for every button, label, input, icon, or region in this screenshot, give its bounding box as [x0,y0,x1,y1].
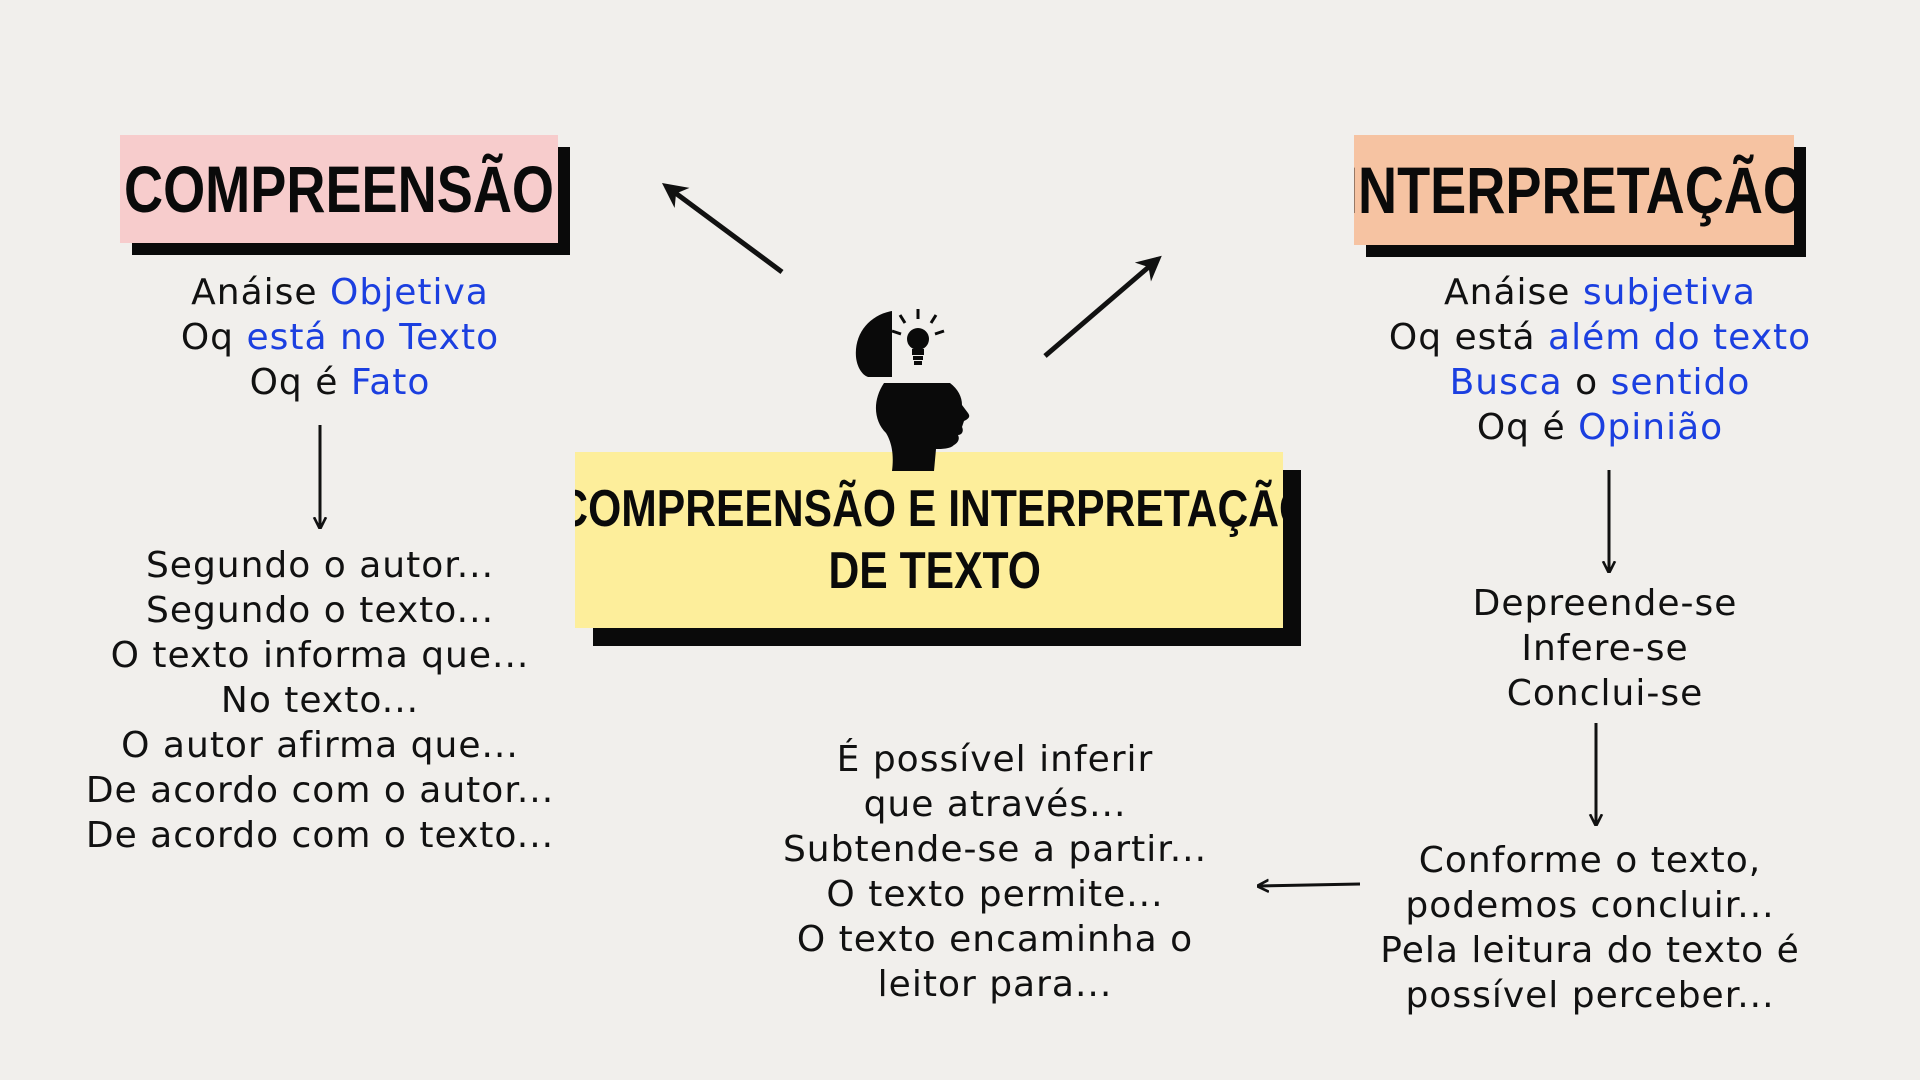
compreensao-phrase: De acordo com o autor... [85,770,555,811]
highlight-text: Busca [1449,362,1563,403]
plain-text: Oq está [1388,317,1549,358]
compreensao-phrases: Segundo o autor...Segundo o texto...O te… [50,543,590,858]
interpretacao-verb: Infere-se [1521,628,1689,669]
plain-text: Oq é [1476,407,1579,448]
plain-text: Anáise [191,272,331,313]
interpretacao-description-line: Anáise subjetiva [1350,270,1850,315]
highlight-text: sentido [1610,362,1751,403]
interpretacao-title-box: INTERPRETAÇÃO [1354,135,1806,257]
interpretacao-conclusion-line: podemos concluir... [1405,885,1775,926]
compreensao-phrase: De acordo com o texto... [85,815,555,856]
arrow-to-inference [1258,884,1361,886]
plain-text: Oq [180,317,247,358]
interpretacao-title: INTERPRETAÇÃO [1354,153,1794,227]
center-title-box: COMPREENSÃO E INTERPRETAÇÃO DE TEXTO [575,452,1301,646]
arrow-to-compreensao [661,183,784,275]
compreensao-phrase: Segundo o autor... [145,545,495,586]
center-title-line1: COMPREENSÃO E INTERPRETAÇÃO [575,480,1283,538]
interpretacao-verb: Depreende-se [1472,583,1738,624]
compreensao-phrase: Segundo o texto... [145,590,495,631]
compreensao-phrase: O autor afirma que... [121,725,519,766]
highlight-text: Objetiva [330,272,489,313]
interpretacao-description-line: Oq está além do texto [1350,315,1850,360]
center-title-line2: DE TEXTO [828,542,1041,600]
interpretacao-description-line: Oq é Opinião [1350,405,1850,450]
interpretacao-inference-line: O texto permite... [826,874,1164,915]
interpretacao-conclusion-line: Pela leitura do texto é [1380,930,1800,971]
open-head-lightbulb-icon [855,309,970,471]
highlight-text: subjetiva [1582,272,1756,313]
plain-text: Anáise [1444,272,1583,313]
compreensao-description-line: Anáise Objetiva [110,270,570,315]
compreensao-title-box: COMPREENSÃO [120,135,570,255]
highlight-text: além do texto [1548,317,1812,358]
interpretacao-inference-line: que através... [863,784,1127,825]
plain-text: Oq é [249,362,351,403]
highlight-text: Opinião [1578,407,1724,448]
interpretacao-inference-line: Subtende-se a partir... [782,829,1208,870]
highlight-text: Fato [350,362,431,403]
interpretacao-conclusions: Conforme o texto,podemos concluir...Pela… [1350,838,1830,1018]
compreensao-title: COMPREENSÃO [124,152,555,226]
interpretacao-conclusion-line: possível perceber... [1405,975,1775,1016]
compreensao-phrase: O texto informa que... [110,635,530,676]
interpretacao-inference-line: É possível inferir [836,739,1154,780]
interpretacao-conclusion-line: Conforme o texto, [1418,840,1762,881]
compreensao-description-line: Oq está no Texto [110,315,570,360]
interpretacao-inference-line: O texto encaminha o [796,919,1194,960]
interpretacao-inference-line: leitor para... [877,964,1113,1005]
interpretacao-description-line: Busca o sentido [1350,360,1850,405]
interpretacao-verb: Conclui-se [1506,673,1704,714]
arrow-to-interpretacao [1043,255,1162,358]
plain-text: o [1562,362,1611,403]
highlight-text: está no Texto [246,317,500,358]
compreensao-phrase: No texto... [220,680,420,721]
compreensao-description-line: Oq é Fato [110,360,570,405]
